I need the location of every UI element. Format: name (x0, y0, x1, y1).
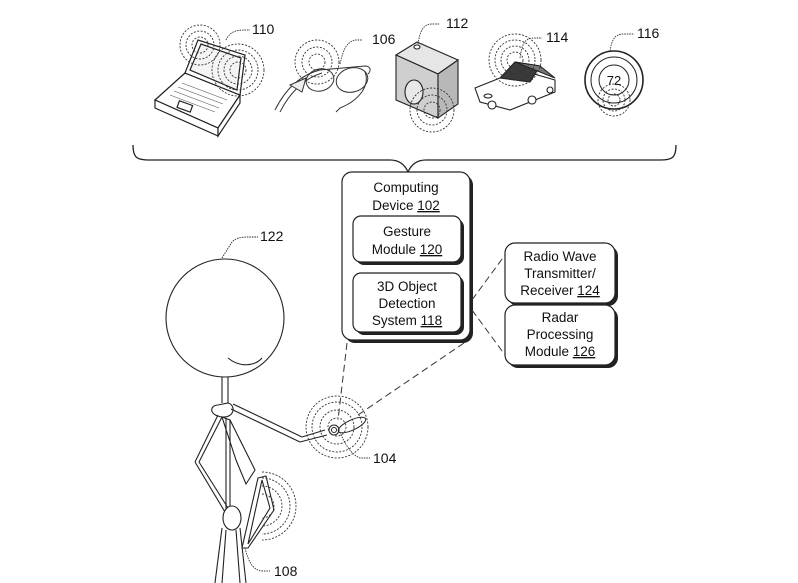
ref-label-116: 116 (637, 25, 660, 41)
transceiver-line2: Transmitter/ (524, 266, 596, 281)
radio-wave-transceiver-box: Radio Wave Transmitter/ Receiver 124 (504, 242, 618, 306)
signal-waves-icon (179, 24, 265, 97)
radar-processing-line3: Module 126 (525, 344, 596, 359)
radar-processing-module-box: Radar Processing Module 126 (504, 304, 618, 368)
computing-device-title-line2: Device 102 (372, 198, 440, 213)
ref-label-114: 114 (546, 29, 569, 45)
laptop-icon (153, 39, 246, 138)
connector-lines (337, 254, 506, 421)
car-icon (474, 61, 556, 111)
signal-waves-icon (409, 87, 455, 133)
signal-waves-icon (597, 83, 631, 117)
car-device: 114 (474, 29, 569, 111)
head (165, 258, 285, 378)
gesture-module-line2: Module 120 (372, 242, 443, 257)
signal-waves-icon (261, 471, 297, 541)
laptop-device: 110 (153, 21, 275, 138)
radar-processing-line1: Radar (542, 310, 579, 325)
ref-label-122: 122 (260, 228, 284, 244)
ref-label-104: 104 (373, 450, 397, 466)
computing-device-title-line1: Computing (373, 180, 438, 195)
transceiver-line1: Radio Wave (523, 249, 596, 264)
signal-waves-icon (294, 39, 340, 85)
detection-system-line3: System 118 (372, 313, 442, 328)
signal-waves-icon (488, 33, 542, 87)
camera-device: 112 (394, 15, 469, 133)
thermostat-display: 72 (607, 73, 621, 88)
ref-label-118: 118 (421, 313, 443, 328)
detection-system-line1: 3D Object (377, 279, 437, 294)
detection-system-line2: Detection (378, 296, 435, 311)
ref-label-110: 110 (252, 21, 275, 37)
tablet-icon (241, 475, 275, 549)
computing-device-box: Computing Device 102 Gesture Module 120 … (341, 171, 473, 343)
ref-label-106: 106 (372, 31, 396, 47)
thermostat-icon (584, 50, 644, 110)
user-figure (165, 236, 328, 583)
transceiver-line3: Receiver 124 (520, 283, 600, 298)
radar-processing-line2: Processing (527, 327, 594, 342)
gesture-module-line1: Gesture (383, 224, 431, 239)
ref-label-124: 124 (577, 283, 600, 298)
ref-label-126: 126 (573, 344, 596, 359)
gesture-module-box: Gesture Module 120 (352, 215, 464, 265)
thermostat-device: 72 116 (584, 25, 660, 117)
camera-icon (394, 41, 460, 120)
3d-object-detection-box: 3D Object Detection System 118 (352, 272, 464, 335)
grouping-brace (132, 144, 677, 174)
ref-label-112: 112 (446, 15, 469, 31)
ref-label-120: 120 (420, 242, 443, 257)
handheld-device: 108 (241, 471, 298, 579)
ref-label-102: 102 (417, 198, 440, 213)
wrist-device: 104 (305, 395, 397, 466)
smart-glasses-icon (274, 65, 371, 113)
smart-watch-icon (328, 416, 367, 436)
signal-waves-icon (305, 395, 369, 459)
smart-glasses-device: 106 (274, 31, 396, 113)
ref-label-108: 108 (274, 563, 298, 579)
